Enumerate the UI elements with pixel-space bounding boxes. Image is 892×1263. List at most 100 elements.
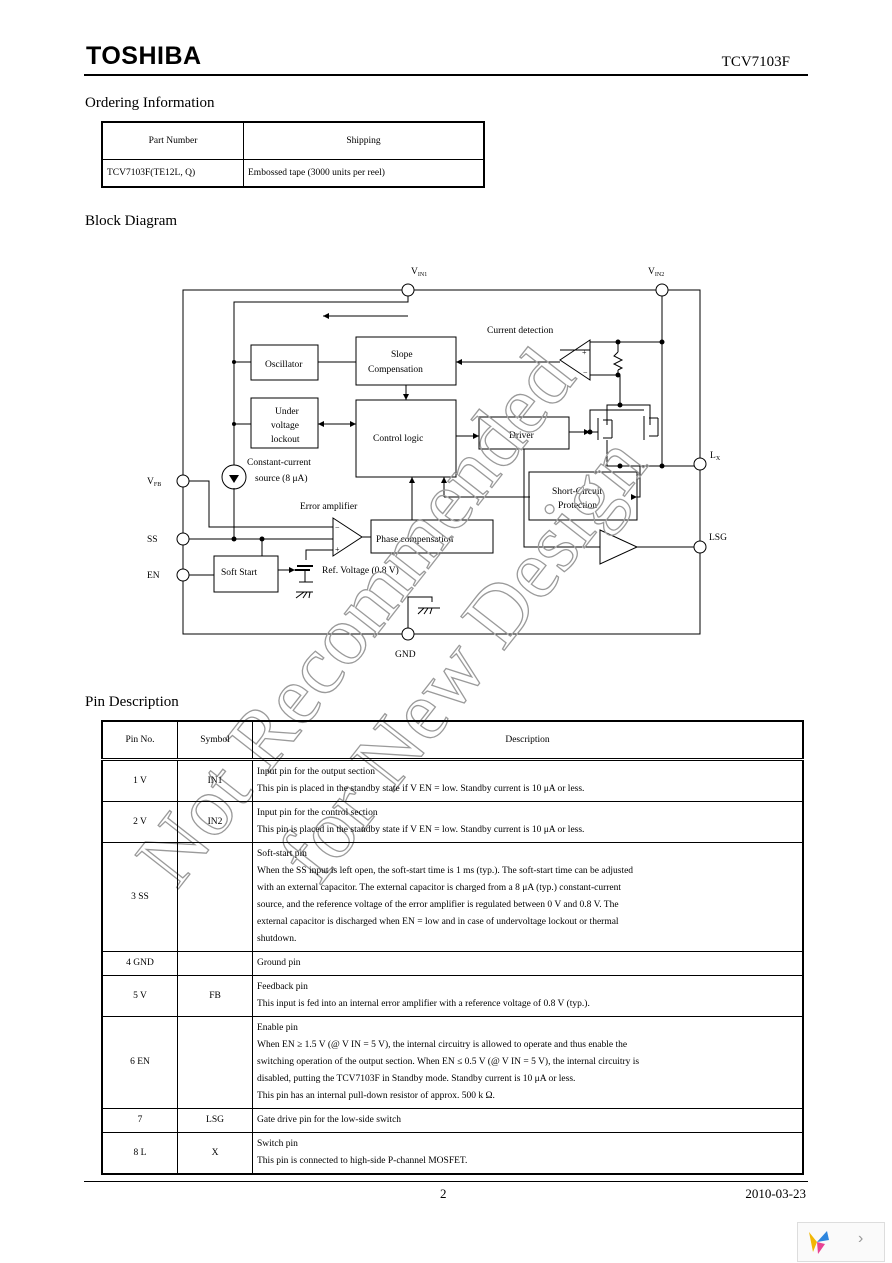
pin-lsg-terminal [693, 540, 707, 554]
label-uvlo-3: lockout [271, 435, 300, 445]
pin-symbol: X [177, 1132, 253, 1175]
pin-no: 3 SS [101, 842, 178, 952]
label-driver: Driver [509, 431, 535, 441]
pin-header-description: Description [252, 720, 804, 761]
desc-line: This input is fed into an internal error… [257, 999, 590, 1009]
pin-header-no: Pin No. [101, 720, 178, 761]
header-rule [84, 74, 808, 76]
table-row: 4 GND Ground pin [101, 951, 804, 976]
label-ss: SS [147, 535, 158, 545]
label-uvlo-1: Under [275, 407, 300, 417]
table-row: 3 SS Soft-start pin When the SS input is… [101, 842, 804, 952]
pin-no: 6 EN [101, 1016, 178, 1109]
pin-symbol: LSG [177, 1108, 253, 1133]
pin-no: 8 L [101, 1132, 178, 1175]
pin-desc: Ground pin [252, 951, 804, 976]
pin-no: 7 [101, 1108, 178, 1133]
pin-desc: Enable pin When EN ≥ 1.5 V (@ V IN = 5 V… [252, 1016, 804, 1109]
label-vfb: VFB [147, 477, 161, 488]
current-sense-amp-symbol [559, 339, 591, 381]
label-phase-comp: Phase compensation [376, 535, 454, 545]
chevron-right-icon[interactable]: › [858, 1230, 864, 1247]
constant-current-source [221, 464, 247, 490]
svg-text:−: − [335, 523, 340, 532]
document-date: 2010-03-23 [745, 1186, 806, 1201]
ordering-header-part: Part Number [101, 121, 244, 160]
label-lsg: LSG [709, 533, 727, 543]
ordering-table: Part Number Shipping TCV7103F(TE12L, Q) … [101, 121, 485, 188]
label-error-amp: Error amplifier [300, 501, 358, 512]
block-diagram: VIN1 VIN2 VFB SS EN LX LSG GND Oscillato… [147, 267, 727, 660]
label-ccs-2: source (8 μA) [255, 473, 308, 484]
pin-no: 4 GND [101, 951, 178, 976]
footer-rule [84, 1181, 808, 1182]
desc-line: This pin is placed in the standby state … [257, 825, 585, 835]
ordering-cell-part: TCV7103F(TE12L, Q) [101, 159, 244, 188]
desc-line: Enable pin [257, 1023, 298, 1033]
table-row: 2 V IN2 Input pin for the control sectio… [101, 801, 804, 843]
desc-line: Gate drive pin for the low-side switch [257, 1115, 402, 1125]
pin-desc: Soft-start pin When the SS input is left… [252, 842, 804, 952]
table-row: 6 EN Enable pin When EN ≥ 1.5 V (@ V IN … [101, 1016, 804, 1109]
desc-line: switching operation of the output sectio… [257, 1057, 640, 1067]
svg-text:+: + [335, 545, 340, 554]
desc-line: This pin is connected to high-side P-cha… [257, 1156, 468, 1166]
pin-vin1-terminal [401, 283, 415, 297]
label-en: EN [147, 571, 160, 581]
block-diagram-title: Block Diagram [85, 213, 178, 229]
label-slope: Slope [391, 350, 413, 360]
pin-header-symbol: Symbol [177, 720, 253, 761]
desc-line: When EN ≥ 1.5 V (@ V IN = 5 V), the inte… [257, 1040, 628, 1050]
page-number: 2 [440, 1186, 447, 1201]
error-amplifier-symbol [332, 517, 363, 557]
ordering-header-shipping: Shipping [243, 121, 485, 160]
desc-line: When the SS input is left open, the soft… [257, 866, 634, 876]
ordering-header-row: Part Number Shipping [101, 121, 485, 160]
desc-line: Ground pin [257, 958, 301, 968]
uvlo-block [250, 397, 319, 449]
pin-vfb-terminal [176, 474, 190, 488]
label-gnd: GND [395, 650, 416, 660]
desc-line: Switch pin [257, 1139, 298, 1149]
svg-text:+: + [582, 348, 587, 357]
pin-symbol: IN1 [177, 759, 253, 802]
svg-text:−: − [583, 368, 588, 377]
table-row: 7 LSG Gate drive pin for the low-side sw… [101, 1108, 804, 1133]
viewer-logo-icon[interactable] [803, 1228, 833, 1256]
pin-vin2-terminal [655, 283, 669, 297]
pin-lx-terminal [693, 457, 707, 471]
label-scp-2: Protection [558, 501, 597, 511]
ordering-title: Ordering Information [85, 95, 215, 111]
desc-line: Input pin for the control section [257, 808, 378, 818]
desc-line: This pin has an internal pull-down resis… [257, 1091, 495, 1101]
desc-line: Soft-start pin [257, 849, 307, 859]
part-number-header: TCV7103F [721, 54, 790, 70]
pin-description-table: Pin No. Symbol Description 1 V IN1 Input… [101, 720, 804, 1175]
desc-line: Input pin for the output section [257, 767, 375, 777]
soft-start-block [213, 555, 279, 593]
ordering-cell-shipping: Embossed tape (3000 units per reel) [243, 159, 485, 188]
short-circuit-block [528, 471, 638, 521]
pin-ss-terminal [176, 532, 190, 546]
ordering-row: TCV7103F(TE12L, Q) Embossed tape (3000 u… [101, 159, 485, 188]
label-vin1: VIN1 [411, 267, 427, 278]
label-vin2: VIN2 [648, 267, 664, 278]
label-lx: LX [710, 451, 721, 462]
pin-no: 2 V [101, 801, 178, 843]
desc-line: shutdown. [257, 934, 297, 944]
pin-symbol [177, 951, 253, 976]
pin-desc: Gate drive pin for the low-side switch [252, 1108, 804, 1133]
desc-line: disabled, putting the TCV7103F in Standb… [257, 1074, 576, 1084]
label-control-logic: Control logic [373, 434, 423, 444]
lsg-buffer-symbol [599, 529, 639, 565]
label-ccs-1: Constant-current [247, 458, 311, 468]
pin-symbol: IN2 [177, 801, 253, 843]
label-ref-voltage: Ref. Voltage (0.8 V) [322, 565, 399, 576]
pin-symbol [177, 1016, 253, 1109]
label-scp-1: Short-Circuit [552, 487, 602, 497]
